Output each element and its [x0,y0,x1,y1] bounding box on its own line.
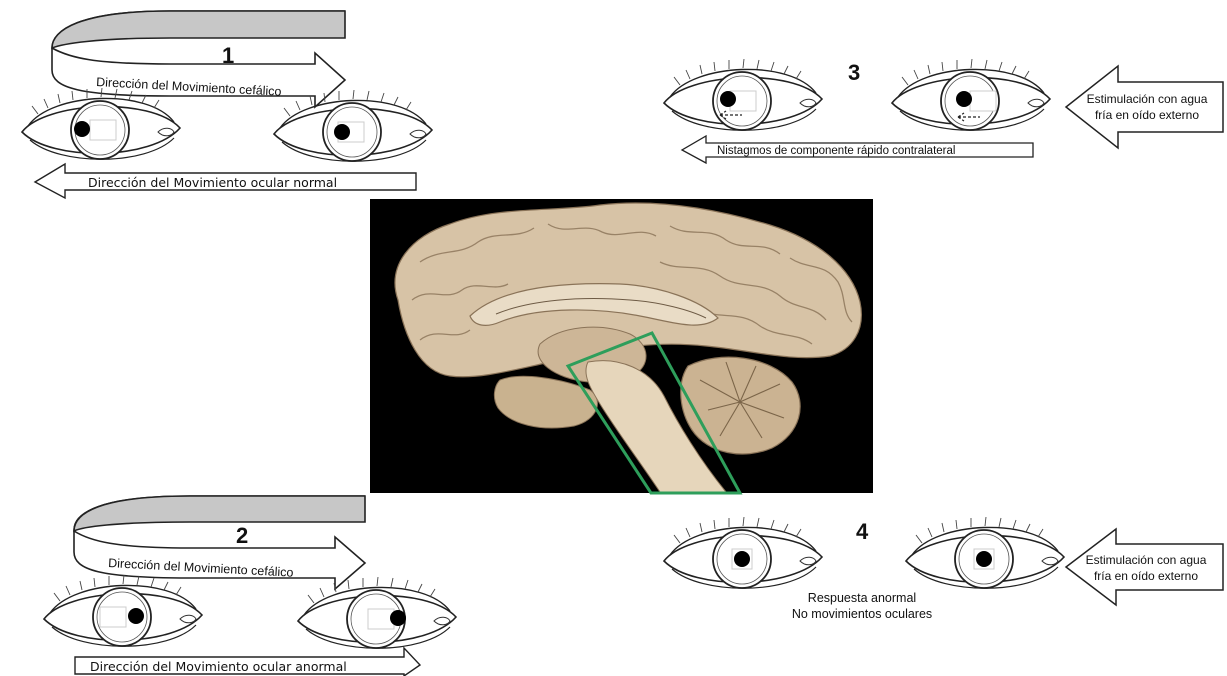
eye-direction-arrow-2: Dirección del Movimiento ocular anormal [75,648,420,676]
pupil [720,91,736,107]
panel-4: 4 Estimulación con agua fría en oído ext… [664,517,1223,621]
pupil [334,124,350,140]
panel-3: 3 Estimulación con agua fría en oído ext… [664,59,1223,163]
eye-arrow-label-2: Dirección del Movimiento ocular anormal [90,659,347,674]
eye-arrow-label-1: Dirección del Movimiento ocular normal [88,175,337,190]
nystagmus-arrow-3: Nistagmos de componente rápido contralat… [682,136,1033,163]
stimulus-label-3-line2: fría en oído externo [1095,108,1199,122]
eye-right-4 [906,517,1064,588]
eye-left-2 [44,575,202,646]
eye-left-1 [22,88,180,159]
pupil [956,91,972,107]
eye-left-3 [664,59,822,130]
eye-left-4 [664,517,822,588]
eye-right-3 [892,59,1050,130]
panel-2: 2 Dirección del Movimiento cefálico Dire… [44,496,456,676]
head-rotation-arrow-1: Dirección del Movimiento cefálico [52,11,345,107]
pupil [128,608,144,624]
response-label-4-line2: No movimientos oculares [792,607,932,621]
panel-4-number: 4 [856,519,869,544]
eye-direction-arrow-1: Dirección del Movimiento ocular normal [35,164,416,198]
eye-right-2 [298,577,456,648]
pupil [976,551,992,567]
panel-3-number: 3 [848,60,860,85]
head-rotation-arrow-2: Dirección del Movimiento cefálico [74,496,365,589]
stimulus-arrow-4: Estimulación con agua fría en oído exter… [1066,529,1223,605]
panel-1: 1 Dirección del Movimiento cefálico Dire… [22,11,432,198]
brain-sagittal-photo [370,199,873,493]
nystagmus-label-3: Nistagmos de componente rápido contralat… [717,145,955,157]
pupil [390,610,406,626]
stimulus-label-3-line1: Estimulación con agua [1087,92,1208,106]
stimulus-label-4-line2: fría en oído externo [1094,569,1198,583]
eye-right-1 [274,90,432,161]
pupil [74,121,90,137]
panel-2-number: 2 [236,523,248,548]
stimulus-label-4-line1: Estimulación con agua [1086,553,1207,567]
pupil [734,551,750,567]
response-label-4-line1: Respuesta anormal [808,591,916,605]
stimulus-arrow-3: Estimulación con agua fría en oído exter… [1066,66,1223,148]
